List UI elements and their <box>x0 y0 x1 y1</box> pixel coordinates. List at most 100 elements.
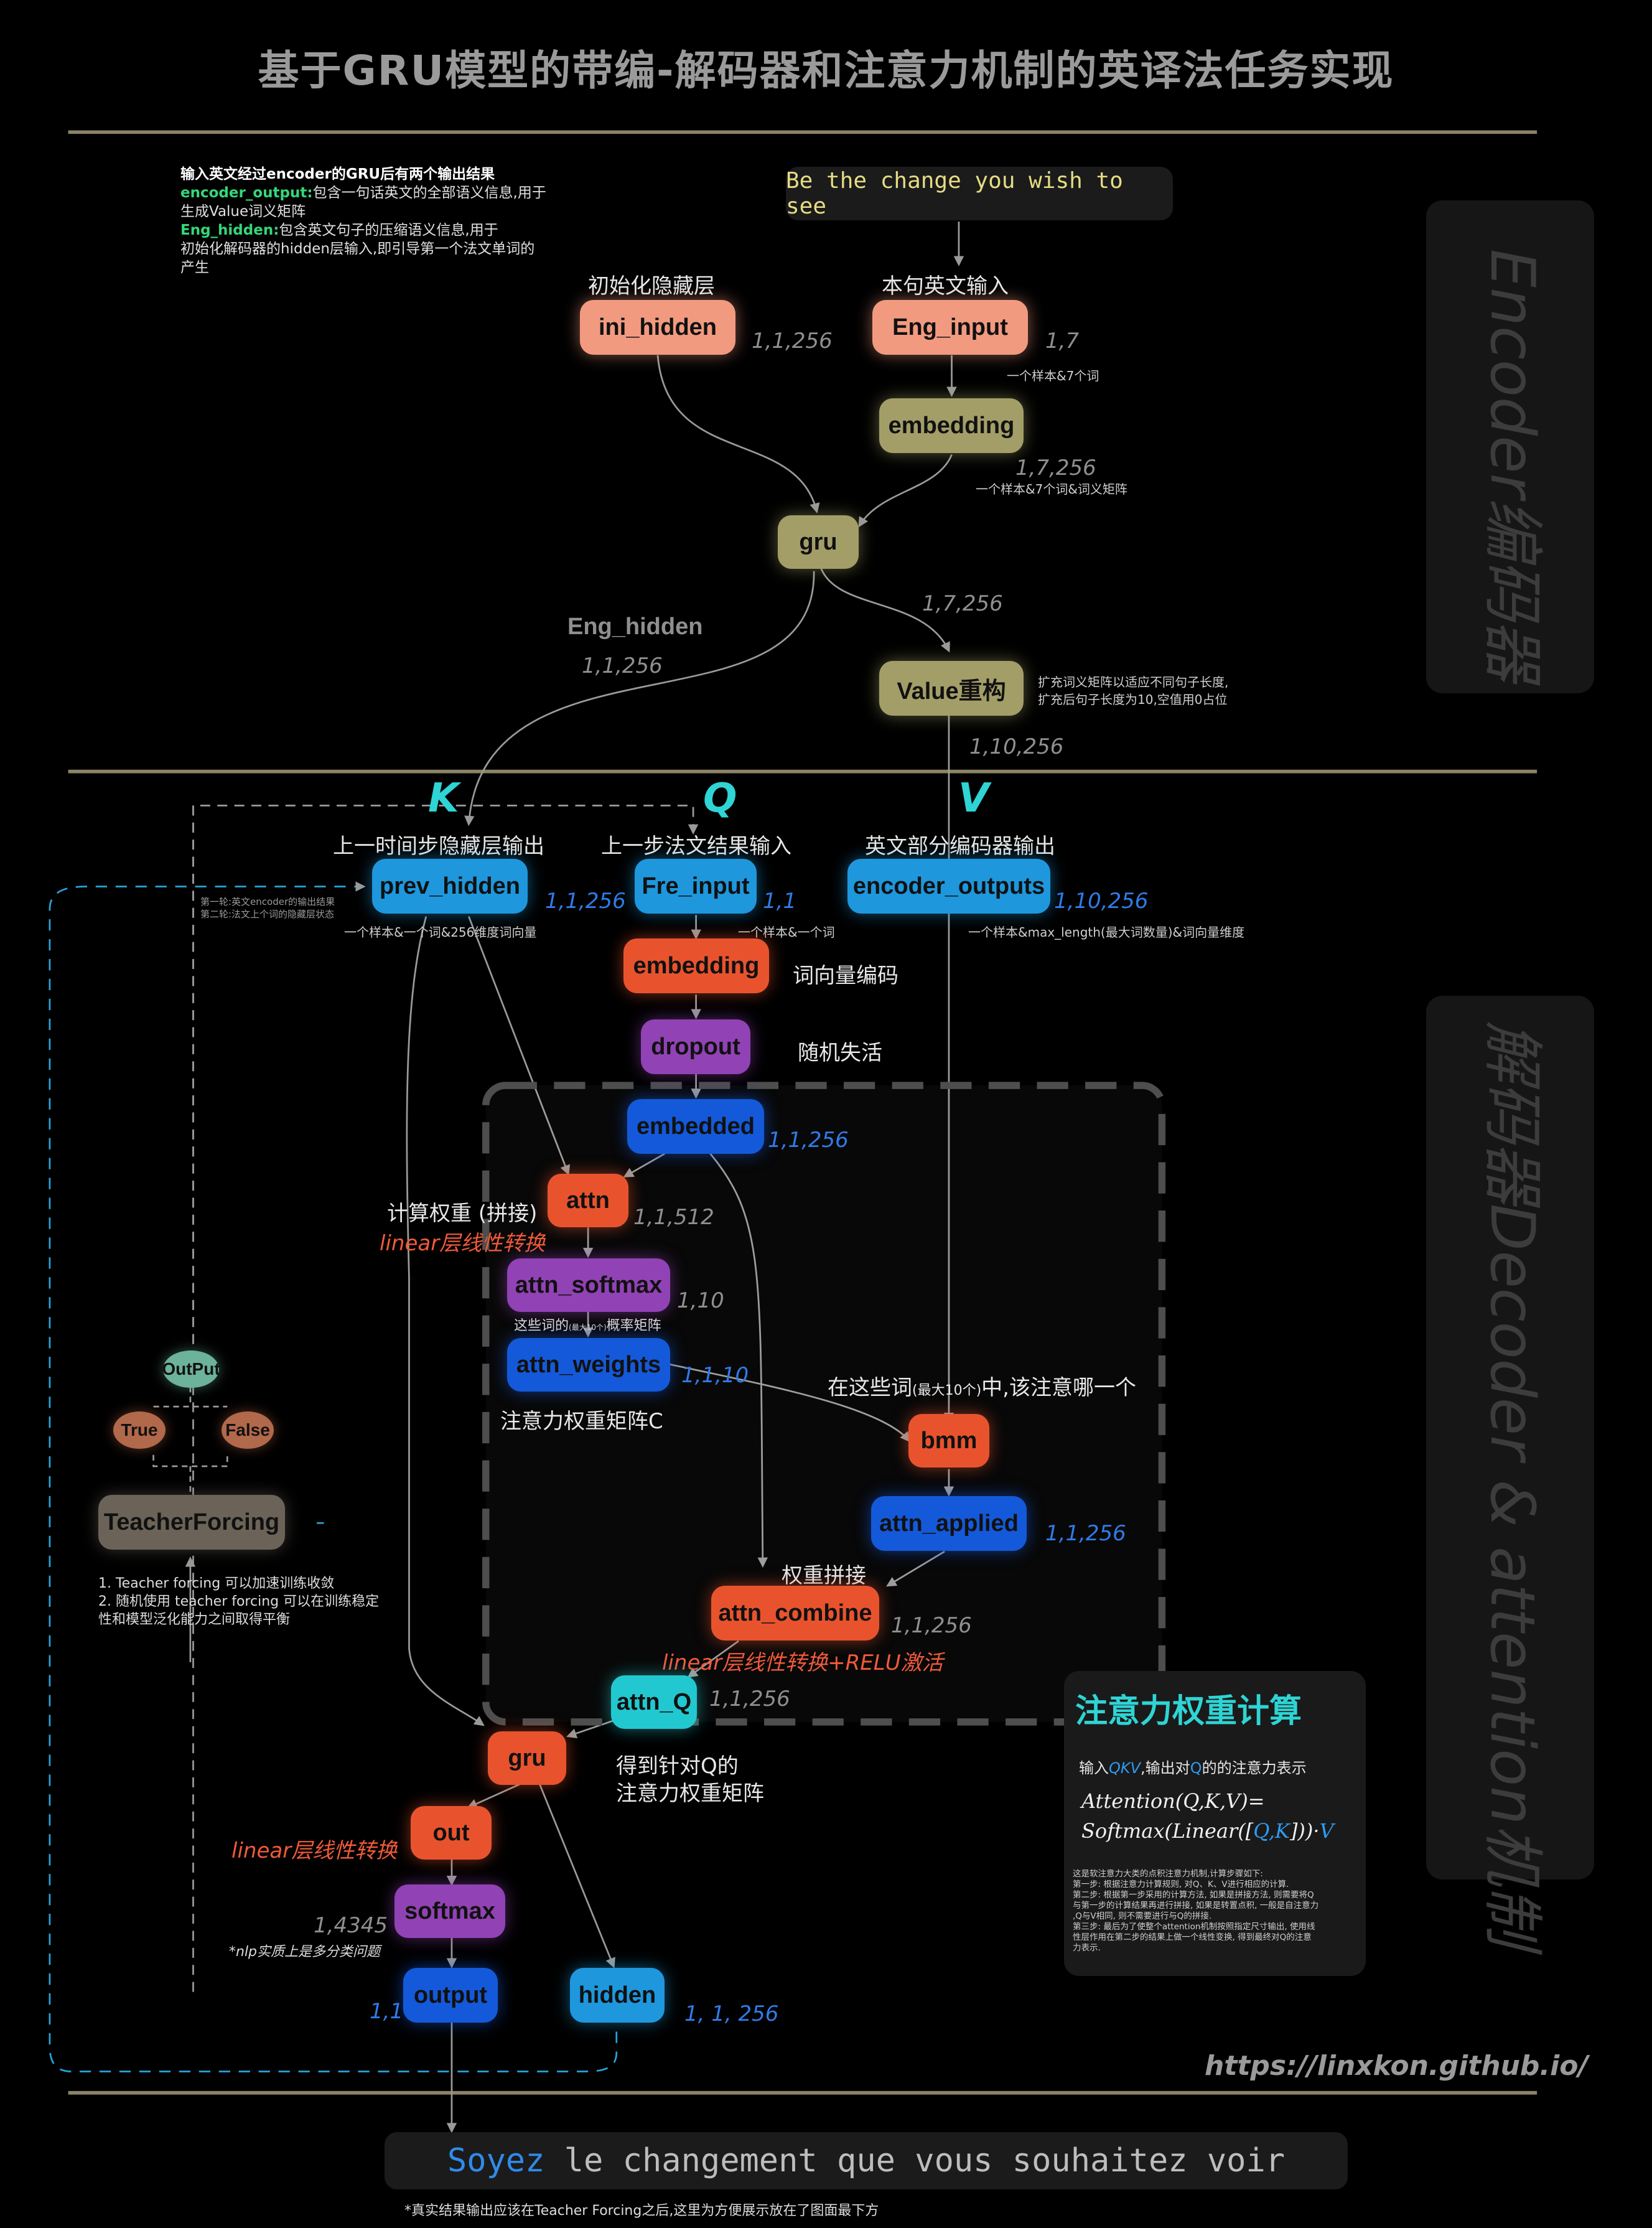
footnote: *真实结果输出应该在Teacher Forcing之后,这里为方便展示放在了图面… <box>404 2203 879 2219</box>
prev-hidden-caption: 上一时间步隐藏层输出 <box>333 834 544 859</box>
attn-note1: 计算权重 (拼接) <box>387 1201 538 1226</box>
attn-desc1: 这是软注意力大类的点积注意力机制,计算步骤如下: <box>1073 1869 1263 1879</box>
hidden-node[interactable]: hidden <box>570 1968 665 2023</box>
teacher-notes: 1. Teacher forcing 可以加速训练收敛 2. 随机使用 teac… <box>98 1575 379 1629</box>
embedded-shape: 1,1,256 <box>768 1128 849 1153</box>
teacher-note1: 1. Teacher forcing 可以加速训练收敛 <box>98 1576 335 1591</box>
decoder-gru-node[interactable]: gru <box>488 1731 566 1785</box>
softmax-note: *nlp实质上是多分类问题 <box>229 1944 381 1960</box>
encoder-outputs-node[interactable]: encoder_outputs <box>847 859 1050 914</box>
decoder-gru-note1: 得到针对Q的 <box>616 1754 739 1779</box>
value-note1: 扩充词义矩阵以适应不同句子长度, <box>1038 675 1229 690</box>
prev-hidden-note: 一个样本&一个词&256维度词向量 <box>344 925 537 940</box>
dropout-node[interactable]: dropout <box>641 1019 750 1074</box>
prev-hidden-shape: 1,1,256 <box>545 889 626 914</box>
encoder-embedding-shape: 1,7,256 <box>1015 456 1096 480</box>
attention-formula-card: 注意力权重计算 输入QKV,输出对Q的的注意力表示 Attention(Q,K,… <box>1064 1671 1366 1976</box>
site-url[interactable]: https://linxkon.github.io/ <box>1205 2050 1589 2082</box>
false-choice-node: False <box>222 1411 274 1449</box>
encoder-outputs-shape: 1,10,256 <box>1054 889 1149 914</box>
attn-card-line: 输入QKV,输出对Q的的注意力表示 <box>1079 1756 1307 1777</box>
intro-hidden-desc2: 初始化解码器的hidden层输入,即引导第一个法文单词的 <box>180 241 535 257</box>
bmm-note-a: 在这些词 <box>828 1375 912 1400</box>
encoder-side-panel <box>1426 200 1594 693</box>
attn-node[interactable]: attn <box>548 1174 628 1227</box>
softmax-shape: 1,4345 <box>314 1913 388 1938</box>
intro-notes: 输入英文经过encoder的GRU后有两个输出结果 encoder_output… <box>180 165 546 277</box>
fre-input-node[interactable]: Fre_input <box>635 859 757 914</box>
attn-desc2: 第一步: 根据注意力计算规则, 对Q、K、V进行相应的计算. <box>1073 1879 1289 1889</box>
attn-q-node[interactable]: attn_Q <box>611 1675 697 1729</box>
encoder-embedding-node[interactable]: embedding <box>879 398 1024 453</box>
k-letter: K <box>428 775 459 821</box>
attn-combine-note-top: 权重拼接 <box>782 1563 866 1588</box>
attn-card-line-pre: 输入 <box>1079 1759 1109 1777</box>
attn-applied-node[interactable]: attn_applied <box>871 1496 1027 1551</box>
attn-weights-note: 注意力权重矩阵C <box>500 1409 663 1434</box>
fre-input-note: 一个样本&一个词 <box>738 925 835 940</box>
encoder-gru-shape: 1,7,256 <box>922 591 1003 616</box>
attn-desc6: 第三步: 最后为了使整个attention机制按照指定尺寸输出, 使用线 <box>1073 1922 1315 1932</box>
hidden-shape: 1, 1, 256 <box>684 2001 779 2026</box>
attn-desc5: ,Q与V相同, 则不需要进行与Q的拼接. <box>1073 1911 1212 1921</box>
out-note: linear层线性转换 <box>231 1838 398 1863</box>
output-node[interactable]: output <box>403 1968 498 2023</box>
ini-hidden-shape: 1,1,256 <box>752 329 833 353</box>
attn-weights-node[interactable]: attn_weights <box>507 1338 670 1392</box>
prev-hidden-round2: 第二轮:法文上个词的隐藏层状态 <box>200 909 335 920</box>
source-sentence-box: Be the change you wish to see <box>786 167 1173 220</box>
attn-card-line-mid: ,输出对 <box>1141 1759 1190 1777</box>
bmm-note-b: (最大10个) <box>912 1383 982 1398</box>
decoder-side-label: 解码器Decoder & attention机制 <box>1477 1021 1547 1947</box>
embedded-node[interactable]: embedded <box>627 1099 764 1154</box>
teacher-forcing-node[interactable]: TeacherForcing <box>98 1495 285 1550</box>
value-note2: 扩充后句子长度为10,空值用0占位 <box>1038 692 1228 707</box>
encoder-outputs-caption: 英文部分编码器输出 <box>865 834 1055 859</box>
eng-input-note: 一个样本&7个词 <box>1007 368 1099 383</box>
intro-hidden-key: Eng_hidden: <box>180 222 279 238</box>
attn-desc8: 力表示. <box>1073 1943 1101 1953</box>
intro-encoder-key: encoder_output: <box>180 185 313 201</box>
intro-hidden-desc3: 产生 <box>180 260 209 276</box>
encoder-embedding-note: 一个样本&7个词&词义矩阵 <box>976 482 1127 497</box>
attn-card-line-qkv: QKV <box>1109 1759 1141 1777</box>
attn-card-line-q: Q <box>1190 1759 1202 1777</box>
intro-encoder-output: encoder_output:包含一句话英文的全部语义信息,用于 <box>180 184 546 202</box>
attn-softmax-node[interactable]: attn_softmax <box>507 1258 670 1312</box>
out-node[interactable]: out <box>411 1806 492 1860</box>
attn-note2: linear层线性转换 <box>380 1231 546 1256</box>
attn-combine-node[interactable]: attn_combine <box>711 1586 879 1641</box>
attn-formula-d: V <box>1319 1819 1334 1843</box>
attn-formula-line1: Attention(Q,K,V)= <box>1081 1789 1265 1813</box>
output-shape: 1,1 <box>370 1999 404 2024</box>
ini-hidden-node[interactable]: ini_hidden <box>580 300 735 355</box>
attn-formula-b: Q,K <box>1253 1819 1290 1843</box>
target-sentence-box: Soyez le changement que vous souhaitez v… <box>385 2132 1348 2189</box>
attn-desc3: 第二步: 根据第一步采用的计算方法, 如果是拼接方法, 则需要将Q <box>1073 1890 1314 1900</box>
intro-line: 输入英文经过encoder的GRU后有两个输出结果 <box>180 166 495 182</box>
intro-encoder-desc1: 包含一句话英文的全部语义信息,用于 <box>312 185 546 201</box>
prev-hidden-node[interactable]: prev_hidden <box>372 859 528 914</box>
encoder-gru-node[interactable]: gru <box>778 515 859 569</box>
intro-eng-hidden: Eng_hidden:包含英文句子的压缩语义信息,用于 <box>180 221 546 240</box>
attn-formula-a: Softmax(Linear([ <box>1081 1819 1254 1843</box>
decoder-embedding-node[interactable]: embedding <box>623 938 769 993</box>
eng-input-caption: 本句英文输入 <box>882 274 1009 299</box>
eng-input-node[interactable]: Eng_input <box>872 300 1028 355</box>
teacher-note2: 2. 随机使用 teacher forcing 可以在训练稳定 <box>98 1594 380 1609</box>
prev-hidden-round1: 第一轮:英文encoder的输出结果 <box>200 896 335 907</box>
bmm-note-c: 中,该注意哪一个 <box>981 1375 1136 1400</box>
attn-combine-note-bottom: linear层线性转换+RELU激活 <box>662 1650 943 1675</box>
intro-hidden-desc1: 包含英文句子的压缩语义信息,用于 <box>279 222 498 238</box>
softmax-node[interactable]: softmax <box>394 1884 505 1938</box>
value-rebuild-node[interactable]: Value重构 <box>879 661 1024 716</box>
attn-card-title: 注意力权重计算 <box>1075 1693 1302 1730</box>
v-letter: V <box>958 775 989 821</box>
eng-hidden-shape: 1,1,256 <box>582 653 663 678</box>
bmm-node[interactable]: bmm <box>908 1414 989 1467</box>
target-sentence-first: Soyez <box>447 2142 545 2179</box>
attn-formula-c: ]))· <box>1289 1819 1320 1843</box>
true-choice-node: True <box>113 1411 166 1449</box>
output-choice-node: OutPut <box>162 1350 220 1388</box>
